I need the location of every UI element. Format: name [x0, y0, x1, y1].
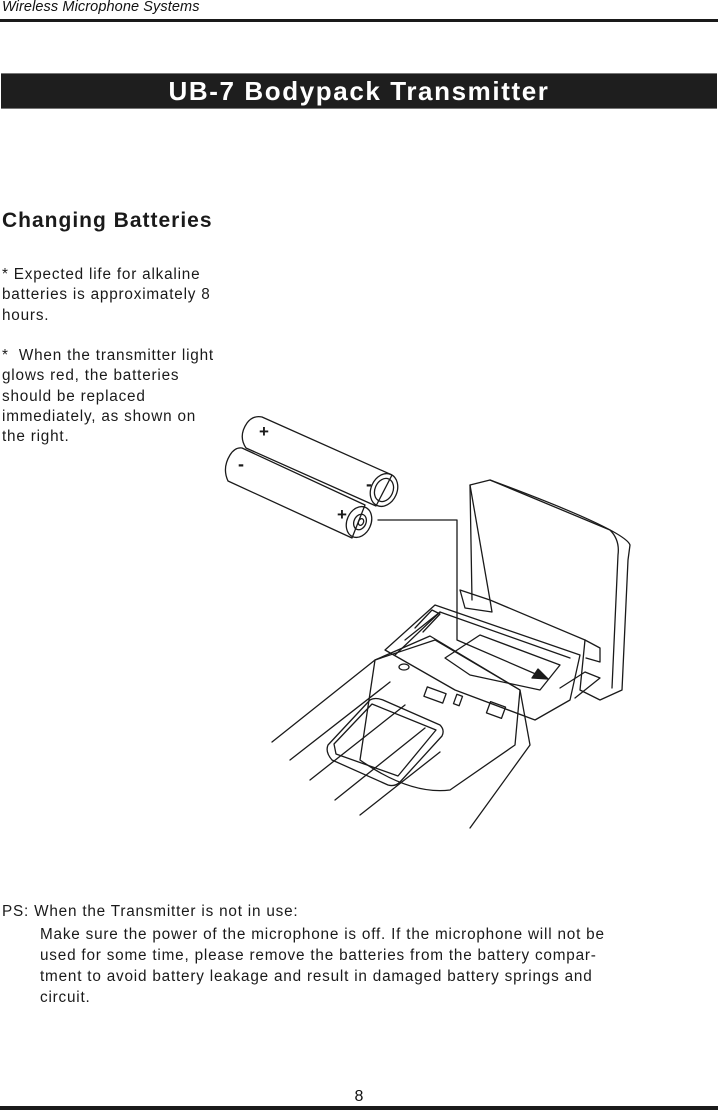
running-header: Wireless Microphone Systems — [2, 0, 200, 15]
battery-door — [469, 479, 631, 701]
battery-back-minus-mark: - — [366, 474, 372, 494]
battery-life-note: * Expected life for alkaline batteries i… — [2, 266, 211, 324]
transmitter-cover — [359, 639, 521, 792]
battery-compartment-illustration: + - - + — [224, 415, 631, 829]
battery-front-minus-mark: - — [238, 454, 244, 474]
page-title: UB-7 Bodypack Transmitter — [168, 75, 550, 106]
transmitter-pad — [326, 697, 444, 787]
footer-divider — [0, 1106, 718, 1110]
ps-label: PS: When the Transmitter is not in use: — [2, 903, 299, 920]
battery-front-plus-mark: + — [337, 505, 347, 524]
header-divider — [0, 19, 718, 22]
battery-replace-note: * When the transmitter light glows red, … — [2, 347, 214, 446]
battery-back — [241, 415, 399, 508]
power-switch — [423, 686, 447, 704]
insert-pointer-line — [377, 519, 539, 676]
ps-body: Make sure the power of the microphone is… — [40, 926, 605, 1006]
battery-back-plus-mark: + — [259, 422, 269, 441]
battery-compartment — [384, 604, 581, 721]
insert-pointer-arrowhead — [531, 668, 549, 680]
battery-front — [224, 447, 373, 539]
page-number: 8 — [354, 1088, 364, 1105]
section-heading: Changing Batteries — [2, 209, 213, 232]
title-banner: UB-7 Bodypack Transmitter — [1, 73, 717, 109]
